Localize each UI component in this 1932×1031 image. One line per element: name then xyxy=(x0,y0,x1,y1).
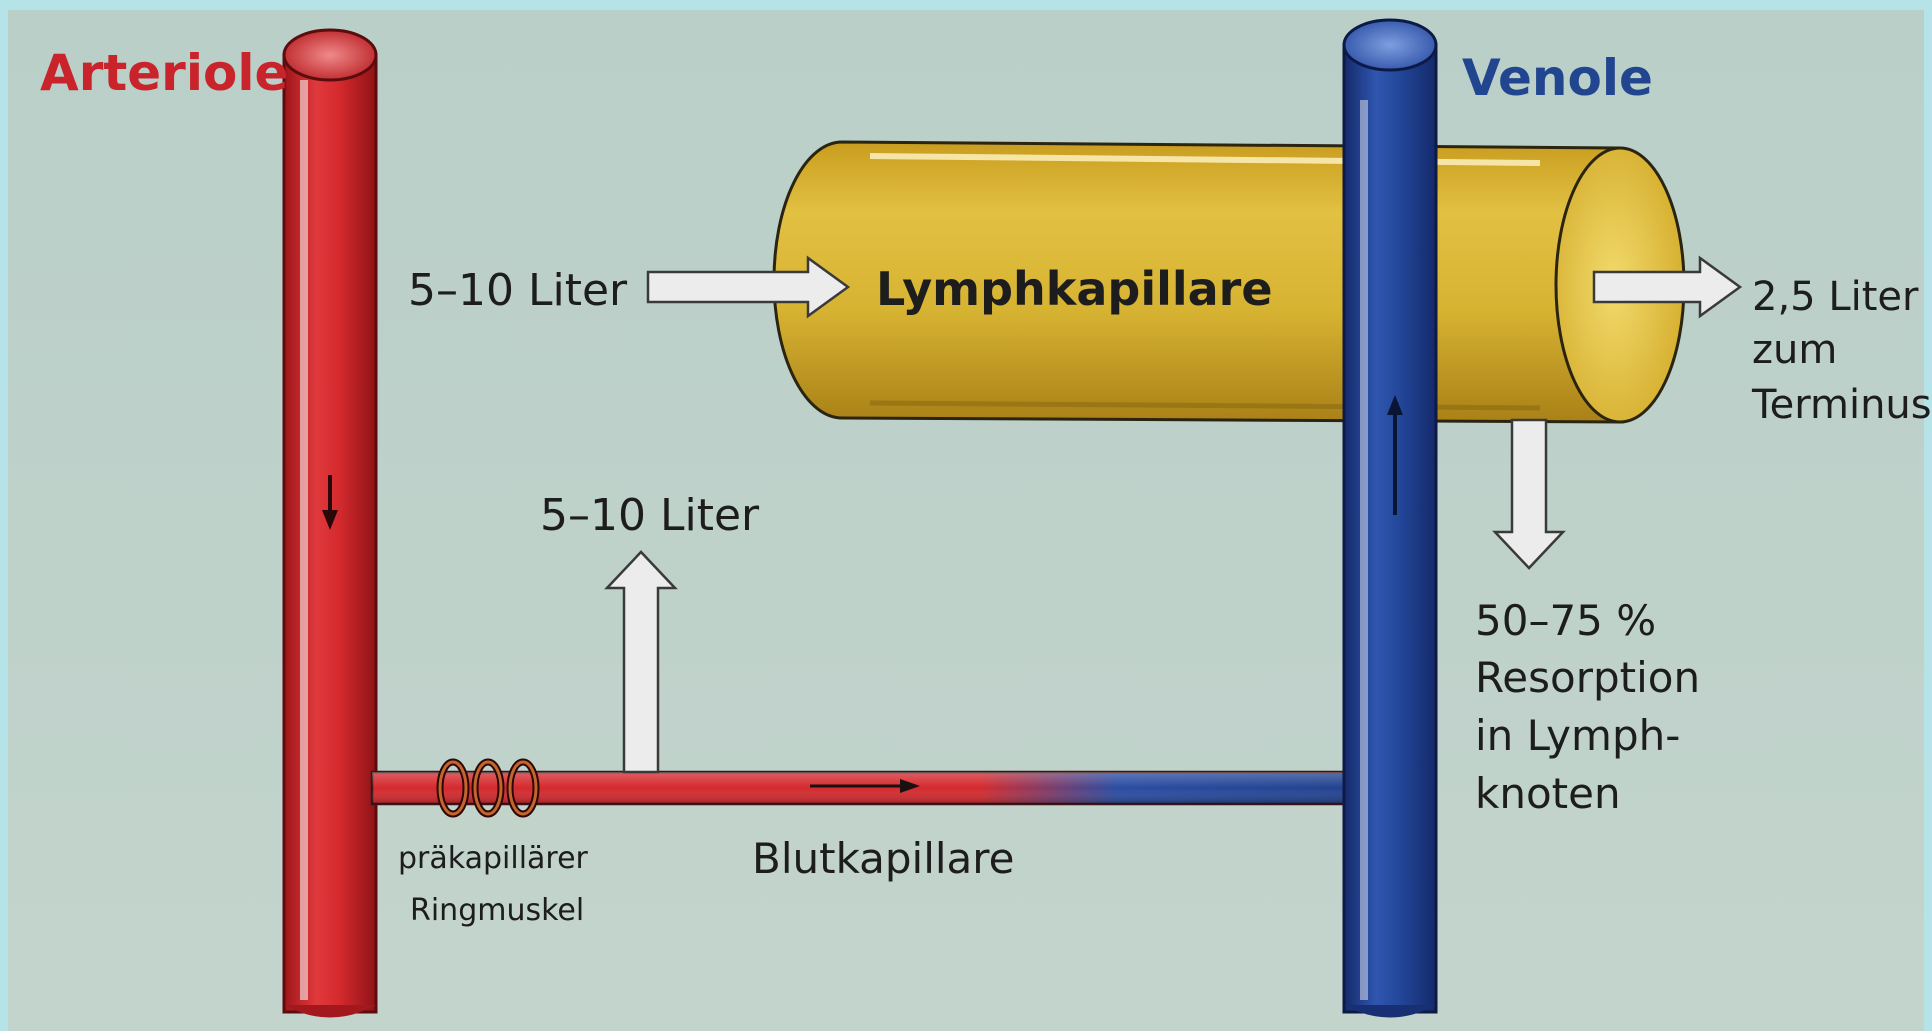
label-arteriole: Arteriole xyxy=(40,44,288,102)
label-lymphkapillare: Lymphkapillare xyxy=(876,262,1273,316)
label-ring-muscle-2: Ringmuskel xyxy=(410,893,584,928)
label-blutkapillare: Blutkapillare xyxy=(752,834,1014,883)
label-venole: Venole xyxy=(1462,49,1653,107)
venole-vessel xyxy=(1344,20,1436,1018)
label-inflow-lymph: 5–10 Liter xyxy=(408,265,628,316)
label-resorption-2: Resorption xyxy=(1475,653,1700,702)
label-resorption-1: 50–75 % xyxy=(1475,596,1656,645)
label-outflow-2: zum xyxy=(1752,327,1837,373)
label-outflow-3: Terminus xyxy=(1751,382,1932,428)
label-ring-muscle-1: präkapillärer xyxy=(398,841,589,876)
label-filtration: 5–10 Liter xyxy=(540,490,760,541)
blood-capillary xyxy=(372,772,1352,804)
label-resorption-3: in Lymph- xyxy=(1475,711,1680,760)
label-outflow-1: 2,5 Liter xyxy=(1752,274,1919,320)
label-resorption-4: knoten xyxy=(1475,769,1621,818)
